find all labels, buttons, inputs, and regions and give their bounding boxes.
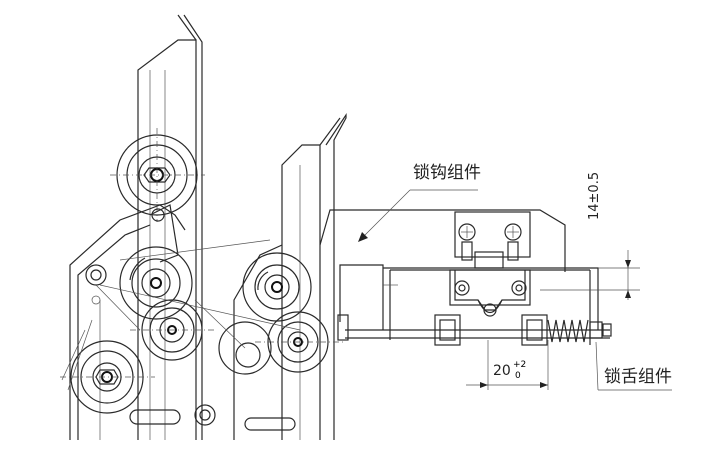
bottom-left-roller: [60, 340, 155, 414]
latch-body: [449, 269, 531, 317]
centre-small-roller: [194, 299, 272, 375]
hook-assembly: [319, 209, 566, 272]
belt-lines: [99, 239, 301, 331]
link-arm: [149, 204, 179, 263]
dimension-upper-tolerance: +2: [513, 360, 527, 370]
dimension-vertical-label: 14±0.5: [587, 171, 602, 220]
rod-and-spring: [337, 314, 612, 346]
dimension-horizontal: [466, 340, 549, 390]
centre-plate: [233, 113, 347, 440]
left-frame: [69, 204, 186, 440]
mid-left-roller: [119, 246, 193, 320]
top-left-roller: [110, 128, 205, 222]
dimension-horizontal-label: 20: [493, 363, 511, 379]
centre-upper-roller: [242, 252, 312, 322]
hook-assembly-label: 锁钩组件: [413, 163, 481, 183]
dimension-vertical: [540, 250, 640, 300]
dimension-lower-tolerance: 0: [515, 371, 521, 381]
left-pivot: [61, 264, 141, 391]
tongue-assembly-label: 锁舌组件: [604, 367, 672, 387]
bottom-slots: [129, 404, 296, 431]
tongue-leader: [595, 341, 672, 391]
hook-leader: [358, 189, 478, 242]
dimension-horizontal-group: 20 +2 0: [493, 360, 533, 382]
lower-mid-roller: [130, 299, 215, 361]
left-plate: [137, 14, 203, 440]
